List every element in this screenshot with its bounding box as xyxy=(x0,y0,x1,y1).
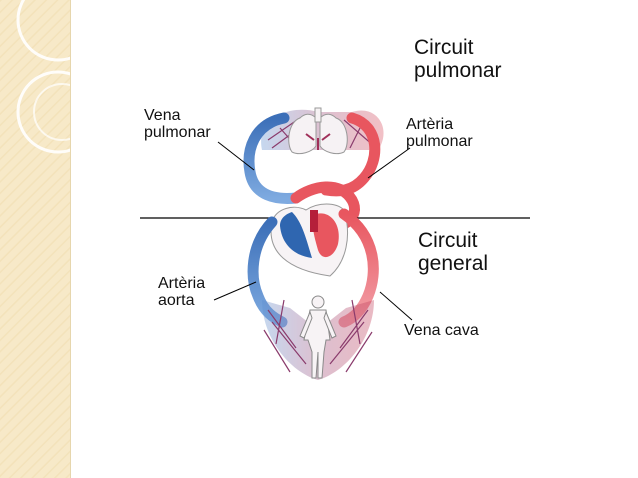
pulmonary-vein-vessel xyxy=(243,112,302,204)
label-vena-pulmonar: Vena pulmonar xyxy=(144,107,211,142)
leader-line-arteria-aorta xyxy=(213,281,257,301)
sidebar-edge-line xyxy=(70,0,71,478)
label-arteria-aorta: Artèria aorta xyxy=(158,275,206,310)
label-circuit-general: Circuit general xyxy=(418,229,489,275)
label-circuit-pulmonar: Circuit pulmonar xyxy=(414,36,502,82)
leader-line-vena-pulmonar xyxy=(217,141,255,171)
human-figure-illustration xyxy=(299,295,337,379)
leader-line-vena-cava xyxy=(379,291,413,321)
heart-illustration xyxy=(270,203,348,277)
leader-line-arteria-pulmonar xyxy=(367,147,411,179)
decorative-sidebar xyxy=(0,0,70,478)
label-vena-cava: Vena cava xyxy=(404,322,479,339)
label-arteria-pulmonar: Artèria pulmonar xyxy=(406,116,473,151)
sidebar-rings-decoration xyxy=(0,0,70,478)
lungs-illustration xyxy=(288,107,348,155)
